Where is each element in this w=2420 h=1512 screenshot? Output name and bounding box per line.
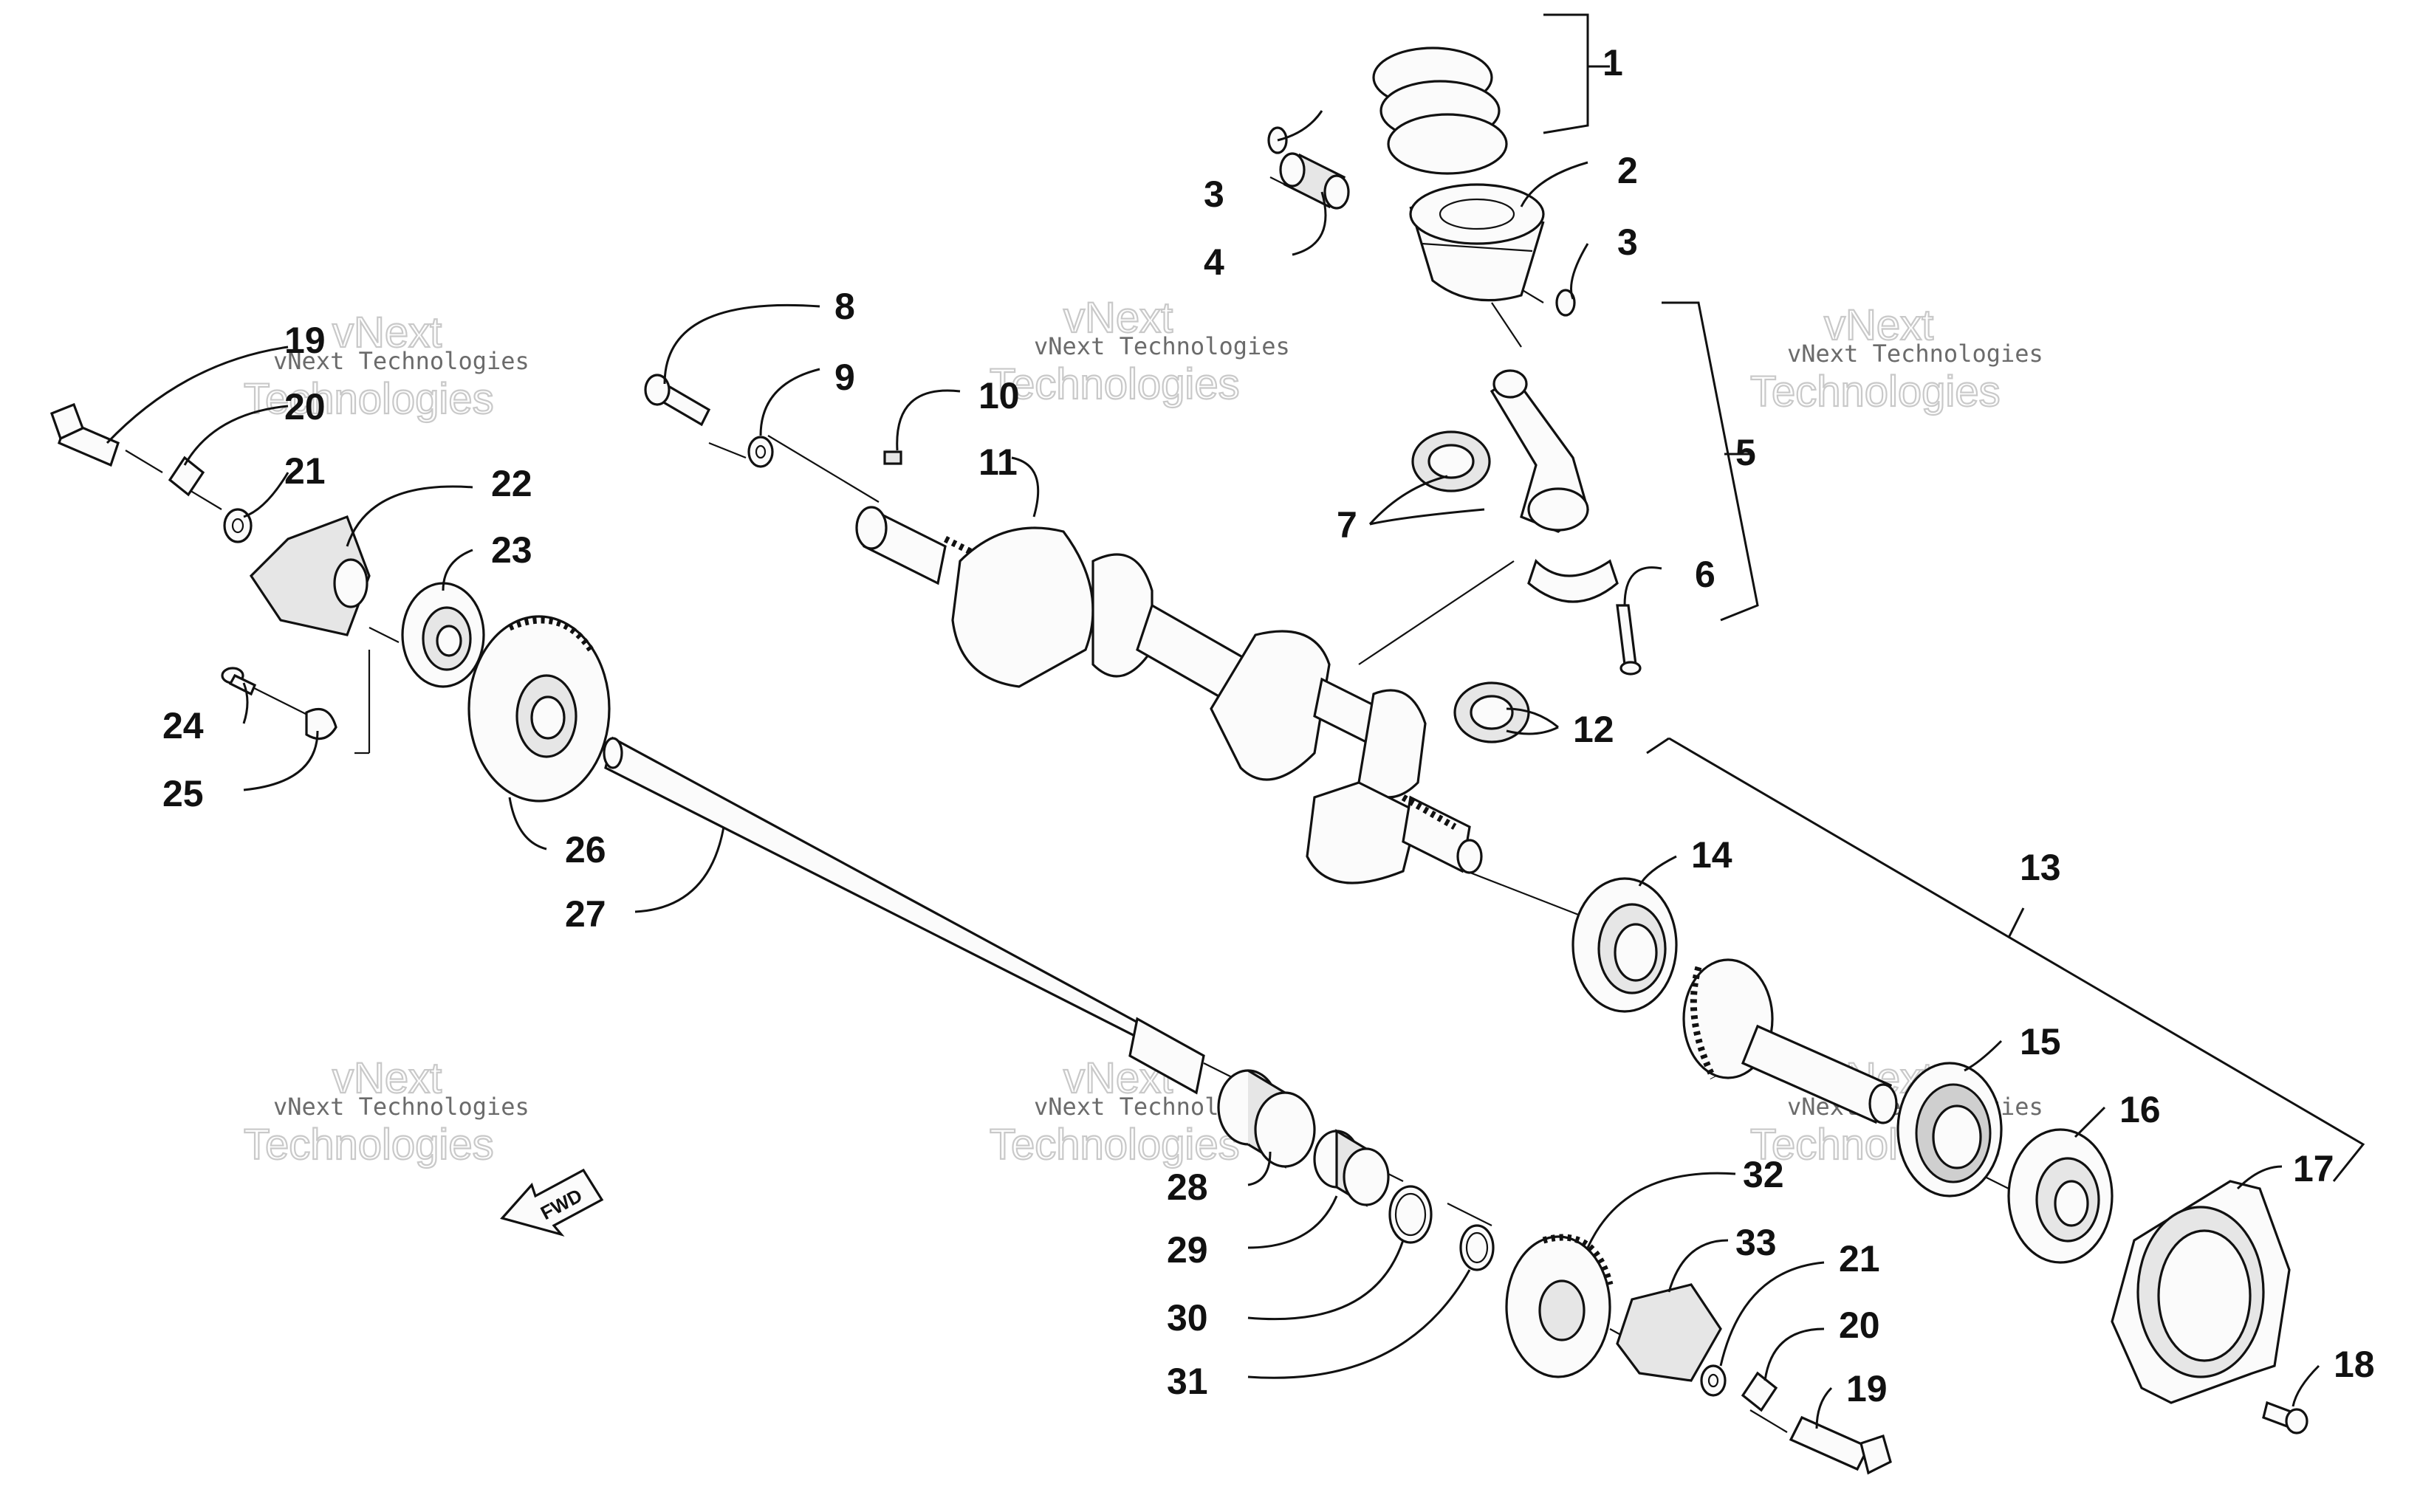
lock-tab-20-left xyxy=(168,456,205,497)
counterweight-22 xyxy=(249,515,371,636)
rod-bolt xyxy=(1616,604,1642,676)
screw-24 xyxy=(221,667,257,696)
callout-12: 12 xyxy=(1573,709,1614,750)
callout-30: 30 xyxy=(1167,1297,1208,1339)
callout-13: 13 xyxy=(2020,847,2061,888)
leader-lines xyxy=(106,110,2320,1429)
watermark-big-bottom: Technologies xyxy=(990,360,1240,408)
callout-31: 31 xyxy=(1167,1361,1208,1402)
piston-ring-set xyxy=(1372,47,1508,175)
watermark-small: vNext Technologies xyxy=(1034,332,1290,360)
callout-4: 4 xyxy=(1204,241,1224,283)
callout-26: 26 xyxy=(565,829,606,870)
callout-3: 3 xyxy=(1204,173,1224,215)
connecting-rod xyxy=(1490,369,1589,533)
watermark-big-bottom: Technologies xyxy=(1750,368,2001,416)
watermark-big-top: vNext xyxy=(332,309,442,357)
callout-21: 21 xyxy=(284,450,326,492)
gear-32 xyxy=(1505,1234,1614,1378)
retainer-25 xyxy=(305,708,337,740)
washer-31 xyxy=(1459,1224,1495,1271)
callout-3: 3 xyxy=(1617,221,1638,263)
bearing-housing-17 xyxy=(2111,1180,2291,1404)
callout-24: 24 xyxy=(162,705,204,746)
callout-18: 18 xyxy=(2334,1344,2375,1385)
watermark-big-bottom: Technologies xyxy=(990,1121,1240,1169)
callout-9: 9 xyxy=(834,357,855,398)
callout-14: 14 xyxy=(1691,834,1732,876)
callout-17: 17 xyxy=(2293,1148,2334,1189)
watermark-small: vNext Technologies xyxy=(1787,340,2043,368)
callout-labels: 1 2 3 3 4 5 6 7 8 9 10 11 12 13 14 15 16… xyxy=(162,42,2375,1409)
needle-bearing-29 xyxy=(1313,1129,1390,1207)
bearing-14 xyxy=(1571,877,1678,1013)
group-brackets xyxy=(1543,13,2365,1182)
bearing-16 xyxy=(2007,1128,2114,1264)
rod-cap xyxy=(1527,559,1619,603)
crank-bolt-8 xyxy=(644,374,711,427)
watermark-big-top: vNext xyxy=(332,1054,442,1102)
callout-23: 23 xyxy=(491,529,532,571)
callout-16: 16 xyxy=(2119,1089,2161,1130)
callout-11: 11 xyxy=(978,441,1018,483)
fwd-direction-marker: FWD xyxy=(500,1168,604,1237)
bolt-19-left xyxy=(49,402,120,467)
gear-26 xyxy=(467,615,611,803)
callout-28: 28 xyxy=(1167,1166,1208,1208)
callout-6: 6 xyxy=(1695,554,1715,595)
callout-29: 29 xyxy=(1167,1229,1208,1271)
watermark-small: vNext Technologies xyxy=(273,1093,529,1121)
callout-32: 32 xyxy=(1743,1154,1784,1195)
callout-1: 1 xyxy=(1603,42,1623,83)
counterweight-33 xyxy=(1616,1283,1722,1382)
callout-19: 19 xyxy=(284,320,326,361)
watermark-big-top: vNext xyxy=(1824,301,1933,349)
callout-25: 25 xyxy=(162,773,204,814)
watermark-big-bottom: Technologies xyxy=(244,1121,494,1169)
callout-20: 20 xyxy=(284,386,326,427)
callout-15: 15 xyxy=(2020,1021,2061,1062)
bolt-18 xyxy=(2262,1401,2308,1434)
arrow-left-icon xyxy=(500,1168,604,1237)
bearing-23 xyxy=(401,582,485,688)
callout-10: 10 xyxy=(978,375,1020,416)
callout-27: 27 xyxy=(565,893,606,935)
lock-tab-20-right xyxy=(1741,1371,1778,1412)
callout-22: 22 xyxy=(491,463,532,504)
callout-19: 19 xyxy=(1846,1368,1888,1409)
callout-20: 20 xyxy=(1839,1305,1880,1346)
washer-21-right xyxy=(1700,1364,1727,1397)
callout-33: 33 xyxy=(1735,1222,1777,1263)
piston-pin xyxy=(1279,152,1350,210)
balance-shaft-27 xyxy=(603,736,1205,1095)
output-shaft-gear xyxy=(1682,958,1898,1124)
main-bearing-12 xyxy=(1453,681,1530,743)
washer-9 xyxy=(747,436,774,468)
piston-pin-clip xyxy=(1267,126,1576,317)
callout-5: 5 xyxy=(1735,432,1756,473)
callout-7: 7 xyxy=(1337,504,1357,546)
bushing-28 xyxy=(1217,1069,1316,1169)
piston xyxy=(1409,183,1545,302)
snap-ring-30 xyxy=(1388,1185,1433,1244)
watermark-small: vNext Technologies xyxy=(273,347,529,375)
bolt-19-right xyxy=(1789,1415,1892,1475)
rod-bearing-shells xyxy=(1411,430,1491,492)
callout-2: 2 xyxy=(1617,150,1638,191)
woodruff-key xyxy=(883,450,902,465)
crankshaft xyxy=(855,506,1483,884)
watermark-big-top: vNext xyxy=(1063,294,1173,342)
callout-8: 8 xyxy=(834,286,855,327)
callout-21: 21 xyxy=(1839,1238,1880,1279)
seal-15 xyxy=(1896,1062,2003,1197)
watermark-big-bottom: Technologies xyxy=(244,375,494,423)
